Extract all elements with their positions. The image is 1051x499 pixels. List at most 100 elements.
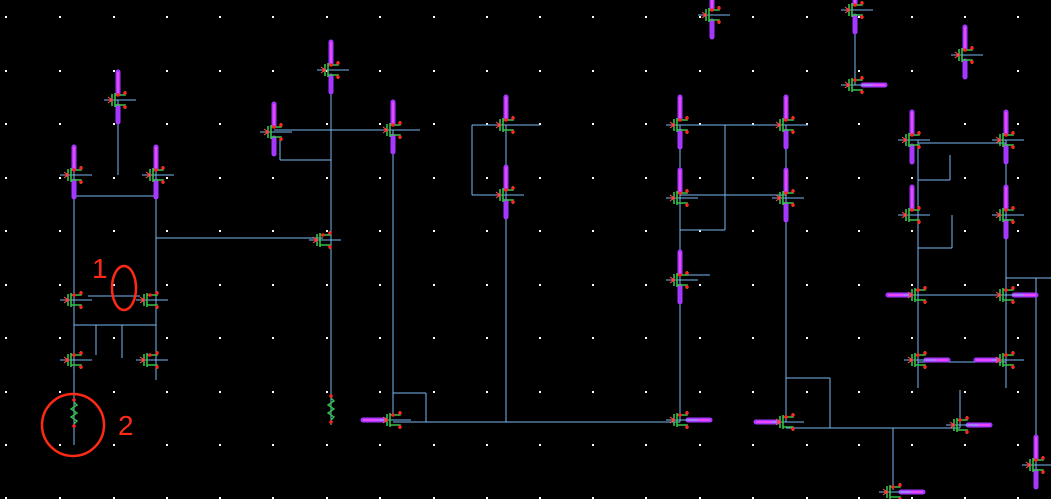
mosfet-symbol-icon[interactable] (666, 94, 698, 150)
grid-dot (539, 123, 541, 125)
grid-dot (752, 497, 754, 499)
mosfet-symbol-icon[interactable] (60, 144, 92, 200)
grid-dot (911, 444, 913, 446)
grid-dot (539, 444, 541, 446)
pin-dot (155, 365, 159, 369)
pin-arrow (312, 236, 318, 244)
pin-dot (511, 200, 515, 204)
mosfet-symbol-icon[interactable] (841, 0, 873, 35)
resistor-symbol-icon[interactable] (326, 390, 336, 424)
grid-dot (272, 177, 274, 179)
mosfet-symbol-icon[interactable] (973, 351, 1024, 369)
mosfet-symbol-icon[interactable] (992, 109, 1024, 165)
mosfet-symbol-icon[interactable] (136, 291, 168, 309)
grid-dot (911, 70, 913, 72)
grid-dot (752, 177, 754, 179)
pin-dot (79, 291, 83, 295)
pin-dot (329, 394, 333, 398)
grid-dot (379, 444, 381, 446)
mosfet-symbol-icon[interactable] (946, 416, 993, 434)
pin-arrow (263, 128, 269, 136)
grid-dot (858, 70, 860, 72)
mosfet-symbol-icon[interactable] (772, 94, 804, 150)
mosfet-symbol-icon[interactable] (898, 184, 930, 224)
grid-dot (59, 497, 61, 499)
mosfet-symbol-icon[interactable] (60, 291, 92, 309)
mosfet-symbol-icon[interactable] (698, 0, 730, 40)
grid-dot (806, 70, 808, 72)
mosfet-symbol-icon[interactable] (951, 24, 983, 80)
grid-dot (964, 16, 966, 18)
grid-dot (592, 16, 594, 18)
grid-dot (752, 444, 754, 446)
pin-dot (685, 116, 689, 120)
mosfet-symbol-icon[interactable] (104, 69, 136, 125)
pin-dot (963, 48, 967, 52)
mosfet-symbol-icon[interactable] (360, 411, 411, 429)
grid-dot (166, 337, 168, 339)
grid-dot (326, 123, 328, 125)
mosfet-symbol-icon[interactable] (885, 286, 936, 304)
mosfet-symbol-icon[interactable] (492, 94, 524, 134)
mosfet-symbol-icon[interactable] (60, 351, 92, 369)
grid-dot (113, 16, 115, 18)
grid-dot (645, 230, 647, 232)
mosfet-symbol-icon[interactable] (772, 167, 804, 223)
mosfet-symbol-icon[interactable] (666, 411, 713, 429)
grid-dot (113, 337, 115, 339)
pin-dot (328, 231, 332, 235)
mosfet-symbol-icon[interactable] (898, 109, 930, 165)
grid-dot (433, 70, 435, 72)
grid-dot (858, 177, 860, 179)
mosfet-symbol-icon[interactable] (879, 483, 926, 499)
resistor-body (69, 401, 79, 425)
mosfet-symbol-icon[interactable] (904, 351, 951, 369)
pin-dot (923, 351, 927, 355)
grid-dot (592, 391, 594, 393)
grid-dot (592, 123, 594, 125)
pin-dot (72, 398, 76, 402)
mosfet-symbol-icon[interactable] (136, 351, 168, 369)
pin-dot (511, 130, 515, 134)
pin-arrow (495, 191, 501, 199)
grid-dot (592, 70, 594, 72)
pin-dot (1011, 145, 1015, 149)
grid-dot (645, 284, 647, 286)
grid-dot (166, 16, 168, 18)
mosfet-symbol-icon[interactable] (666, 167, 698, 207)
grid-dot (166, 177, 168, 179)
grid-dot (806, 230, 808, 232)
resistor-symbol-icon[interactable] (69, 394, 79, 428)
pin-dot (917, 206, 921, 210)
grid-dot (326, 284, 328, 286)
mosfet-symbol-icon[interactable] (142, 144, 174, 200)
pin-dot (504, 118, 508, 122)
pin-dot (116, 93, 120, 97)
mosfet-symbol-icon[interactable] (492, 164, 524, 220)
pin-dot (1011, 220, 1015, 224)
mosfet-symbol-icon[interactable] (317, 39, 349, 95)
pin-dot (791, 189, 795, 193)
mosfet-symbol-icon[interactable] (260, 101, 292, 157)
mosfet-symbol-icon[interactable] (379, 99, 411, 155)
mosfet-symbol-icon[interactable] (992, 184, 1024, 240)
grid-dot (699, 497, 701, 499)
grid-dot (113, 444, 115, 446)
pin-dot (791, 116, 795, 120)
pin-arrow (949, 421, 955, 429)
pin-dot (685, 271, 689, 275)
mosfet-symbol-icon[interactable] (1022, 434, 1051, 490)
mosfet-symbol-icon[interactable] (841, 76, 888, 94)
mosfet-symbol-icon[interactable] (666, 249, 698, 305)
mosfet-symbol-icon[interactable] (753, 413, 804, 431)
grid-dot (166, 230, 168, 232)
annotation-ellipse-1 (110, 264, 138, 312)
grid-dot (219, 177, 221, 179)
pin-dot (391, 413, 395, 417)
grid-dot (166, 70, 168, 72)
mosfet-symbol-icon[interactable] (992, 286, 1039, 304)
grid-dot (699, 230, 701, 232)
mosfet-symbol-icon[interactable] (309, 231, 341, 249)
